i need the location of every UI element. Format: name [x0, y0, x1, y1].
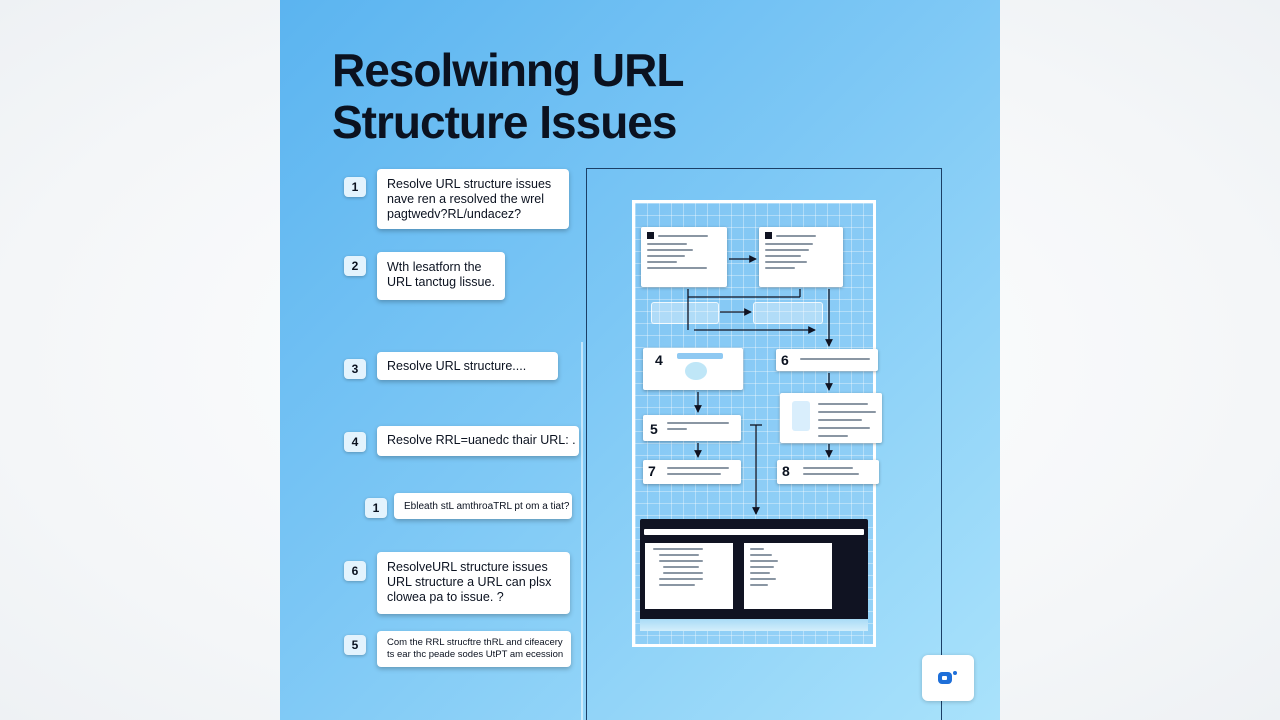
step-badge-7: 5 — [344, 635, 366, 655]
step-card-7: Com the RRL strucftre thRL and cifeacery… — [377, 631, 571, 667]
flow-node-5 — [643, 415, 741, 441]
step-badge-1: 1 — [344, 177, 366, 197]
terminal-window — [640, 519, 868, 631]
flow-node-4-number: 4 — [655, 352, 663, 368]
step-card-6: ResolveURL structure issues URL structur… — [377, 552, 570, 614]
step-text: pagtwedv?RL/undacez? — [387, 207, 522, 221]
flow-node-4 — [643, 348, 743, 390]
step-text: Resolve URL structure issues — [387, 177, 552, 191]
step-text: clowea pa to issue. ? — [387, 590, 504, 604]
flow-arrows — [687, 255, 833, 515]
step-text: Wth lesatforn the — [387, 260, 482, 274]
title-line-1: Resolwinng URL — [332, 44, 684, 96]
title-line-2: Structure Issues — [332, 96, 677, 148]
flow-ghost-node-left — [651, 302, 719, 324]
diagram-outer-frame — [586, 168, 942, 720]
flow-node-6-number: 6 — [781, 352, 789, 368]
step-text: nave ren a resolved the wrel — [387, 192, 545, 206]
flow-node-8 — [777, 460, 879, 484]
flow-node-5-number: 5 — [650, 421, 658, 437]
step-text: Ebleath stL amthroaTRL pt om a tiat? — [404, 501, 570, 512]
step-badge-5: 1 — [365, 498, 387, 518]
step-card-2: Wth lesatforn the URL tanctug lissue. — [377, 252, 505, 300]
step-card-1: Resolve URL structure issues nave ren a … — [377, 169, 569, 229]
step-text: Com the RRL strucftre thRL and cifeacery — [387, 637, 563, 648]
flow-node-top-right — [759, 227, 843, 287]
terminal-left-pane — [645, 543, 733, 609]
flow-node-6 — [776, 349, 878, 371]
terminal-address-bar — [644, 529, 864, 535]
divider-line — [581, 342, 583, 720]
step-text: Resolve RRL=uanedc thair URL: . — [387, 433, 576, 447]
flow-node-8-number: 8 — [782, 463, 790, 479]
step-badge-4: 4 — [344, 432, 366, 452]
step-card-5: Ebleath stL amthroaTRL pt om a tiat? — [394, 493, 572, 519]
flow-ghost-node-right — [753, 302, 823, 324]
window-icon — [765, 232, 772, 239]
step-text: ts ear thc peade sodes UtPT am ecession — [387, 649, 564, 660]
step-text: URL structure a URL can plsx — [387, 575, 552, 589]
d-logo-icon — [922, 655, 974, 701]
terminal-right-pane — [744, 543, 832, 609]
page-title: Resolwinng URL Structure Issues — [332, 44, 684, 148]
step-text: URL tanctug lissue. — [387, 275, 495, 289]
step-card-3: Resolve URL structure.... — [377, 352, 558, 380]
step-text: Resolve URL structure.... — [387, 359, 527, 373]
flow-node-detail — [780, 393, 882, 443]
flow-node-7-number: 7 — [648, 463, 656, 479]
step-card-4: Resolve RRL=uanedc thair URL: . — [377, 426, 579, 456]
window-icon — [647, 232, 654, 239]
infographic-panel: Resolwinng URL Structure Issues 1 Resolv… — [280, 0, 1000, 720]
flow-node-top-left — [641, 227, 727, 287]
flow-node-7 — [643, 460, 741, 484]
step-text: ResolveURL structure issues — [387, 560, 548, 574]
step-badge-2: 2 — [344, 256, 366, 276]
step-badge-6: 6 — [344, 561, 366, 581]
step-badge-3: 3 — [344, 359, 366, 379]
terminal-footer — [640, 619, 868, 631]
